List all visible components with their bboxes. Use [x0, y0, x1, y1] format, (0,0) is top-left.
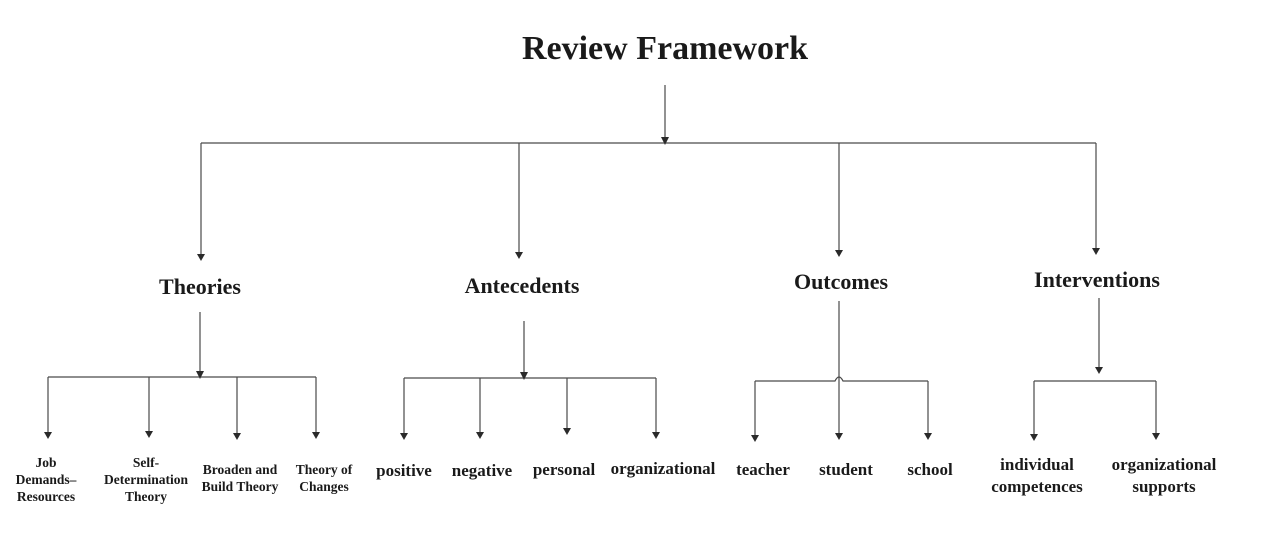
leaf-school: school [907, 460, 953, 479]
leaf-organizational-supports: organizational supports [1111, 455, 1217, 496]
arrow-antecedents [515, 252, 523, 259]
antecedents-connectors [400, 321, 660, 440]
arrow-theories [197, 254, 205, 261]
arrow-root [661, 137, 669, 145]
interventions-connectors [1030, 298, 1160, 441]
leaf-positive: positive [376, 461, 432, 480]
leaf-teacher: teacher [736, 460, 790, 479]
outcomes-connectors [751, 301, 932, 442]
theories-connectors [44, 312, 320, 440]
category-theories: Theories [159, 274, 241, 299]
leaf-self-determination-theory: Self- Determination Theory [104, 455, 188, 504]
leaf-personal: personal [532, 460, 596, 479]
category-antecedents: Antecedents [464, 273, 580, 298]
category-interventions: Interventions [1034, 267, 1160, 292]
arrow-outcomes [835, 250, 843, 257]
category-outcomes: Outcomes [793, 269, 889, 294]
arrow-interventions [1092, 248, 1100, 255]
leaf-broaden-build-theory: Broaden and Build Theory [201, 462, 279, 494]
leaf-negative: negative [451, 461, 513, 480]
leaf-theory-of-changes: Theory of Changes [295, 462, 353, 494]
leaf-organizational: organizational [610, 459, 716, 478]
root-connectors [197, 85, 1100, 261]
leaf-individual-competences: individual competences [991, 455, 1083, 496]
diagram-title: Review Framework [521, 30, 809, 67]
leaf-student: student [819, 460, 873, 479]
leaf-job-demands-resources: Job Demands– Resources [15, 455, 77, 504]
